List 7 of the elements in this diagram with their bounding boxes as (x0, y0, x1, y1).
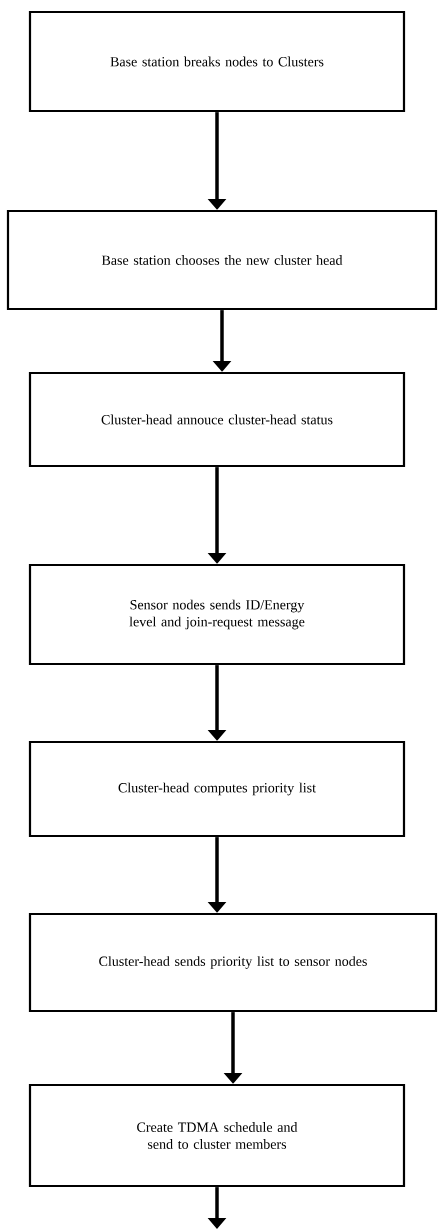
process-box: Cluster-head annouce cluster-head status (28, 371, 406, 468)
process-box: Base station breaks nodes to Clusters (28, 10, 406, 113)
process-box: Cluster-head computes priority list (28, 740, 406, 838)
process-box: Base station chooses the new cluster head (6, 209, 438, 311)
process-box: Sensor nodes sends ID/Energy level and join-request message (28, 563, 406, 666)
process-box: Create TDMA schedule and send to cluster members (28, 1083, 406, 1188)
process-box: Cluster-head sends priority list to sensor nodes (28, 912, 438, 1013)
